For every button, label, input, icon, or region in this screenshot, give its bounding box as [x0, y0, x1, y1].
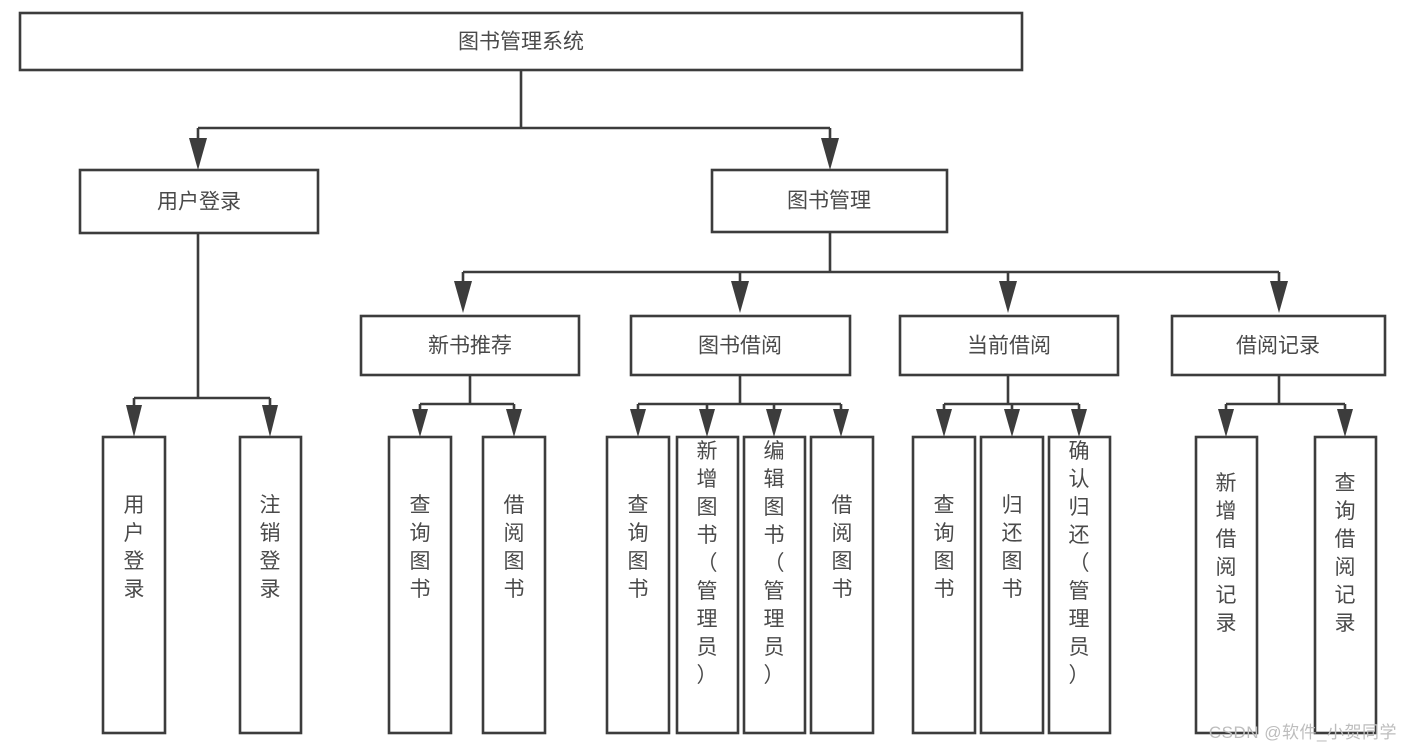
node-book-borrow-label: 图书借阅 [698, 335, 782, 358]
leaf-return-book-label: 归还图书 [1002, 494, 1023, 601]
connector-root-to-level1 [189, 70, 839, 170]
connector-user-login-to-leaves [126, 233, 278, 437]
leaf-node[interactable]: 查询图书 [911, 435, 977, 735]
node-new-book-recommend[interactable]: 新书推荐 [359, 314, 581, 377]
node-borrow-record[interactable]: 借阅记录 [1170, 314, 1387, 377]
leaf-node[interactable]: 借阅图书 [809, 435, 875, 735]
leaf-node[interactable]: 编辑图书（管理员） [742, 435, 807, 735]
node-user-login-label: 用户登录 [157, 191, 241, 214]
leaf-node[interactable]: 借阅图书 [481, 435, 547, 735]
connector-book-borrow-to-leaves [630, 376, 849, 437]
leaf-edit-book-admin-label: 编辑图书（管理员） [764, 440, 785, 687]
leaf-query-book-nb-label: 查询图书 [410, 494, 431, 601]
csdn-watermark: CSDN @软件_小贺同学 [1208, 723, 1397, 742]
node-user-login[interactable]: 用户登录 [78, 168, 320, 235]
connector-new-book-to-leaves [412, 376, 522, 437]
node-book-borrow[interactable]: 图书借阅 [629, 314, 852, 377]
leaf-node[interactable]: 新增借阅记录 [1194, 435, 1259, 735]
leaf-borrow-book-bb-label: 借阅图书 [832, 494, 853, 601]
leaf-query-book-cb-label: 查询图书 [934, 494, 955, 601]
leaf-node[interactable]: 新增图书（管理员） [675, 435, 740, 735]
node-borrow-record-label: 借阅记录 [1236, 335, 1320, 358]
leaf-node[interactable]: 确认归还（管理员） [1047, 435, 1112, 735]
leaf-confirm-return-admin-label: 确认归还（管理员） [1069, 440, 1090, 687]
leaf-query-book-bb-label: 查询图书 [628, 494, 649, 601]
node-current-borrow[interactable]: 当前借阅 [898, 314, 1120, 377]
node-root-label: 图书管理系统 [458, 31, 584, 54]
node-current-borrow-label: 当前借阅 [967, 335, 1051, 358]
leaf-node[interactable]: 查询图书 [387, 435, 453, 735]
node-root[interactable]: 图书管理系统 [18, 11, 1024, 72]
leaf-logout-label: 注销登录 [260, 494, 281, 601]
node-new-book-recommend-label: 新书推荐 [428, 335, 512, 358]
leaf-add-book-admin-label: 新增图书（管理员） [697, 440, 718, 687]
node-book-management-label: 图书管理 [787, 190, 871, 213]
leaf-query-borrow-record-label: 查询借阅记录 [1335, 472, 1356, 635]
leaf-node[interactable]: 用户登录 [101, 435, 167, 735]
connector-current-borrow-to-leaves [936, 376, 1087, 437]
leaf-borrow-book-nb-label: 借阅图书 [504, 494, 525, 601]
leaf-node[interactable]: 查询借阅记录 [1313, 435, 1378, 735]
leaf-node[interactable]: 归还图书 [979, 435, 1045, 735]
node-book-management[interactable]: 图书管理 [710, 168, 949, 234]
connector-borrow-record-to-leaves [1218, 376, 1353, 437]
leaf-node[interactable]: 查询图书 [605, 435, 671, 735]
leaf-node[interactable]: 注销登录 [238, 435, 303, 735]
leaf-add-borrow-record-label: 新增借阅记录 [1216, 472, 1237, 635]
leaf-user-login-label: 用户登录 [124, 494, 145, 601]
connector-book-mgmt-to-level2 [454, 232, 1288, 313]
